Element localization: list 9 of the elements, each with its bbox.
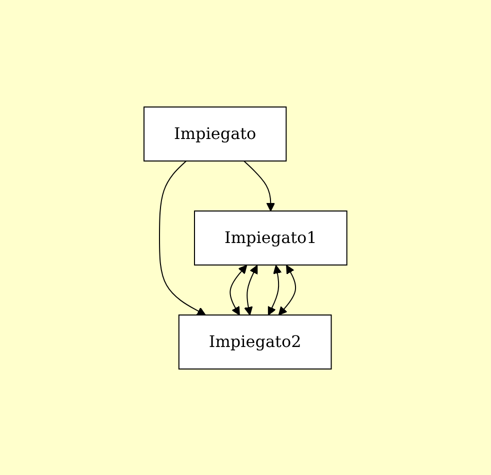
arrow (159, 160, 206, 315)
arrow (230, 264, 248, 315)
arrow (278, 264, 296, 315)
node-box: Impiegato (144, 106, 287, 161)
arrow (244, 264, 258, 315)
arrow (244, 160, 276, 211)
node-box: Impiegato2 (178, 314, 332, 369)
node-box: Impiegato1 (194, 210, 348, 265)
arrow (268, 264, 282, 315)
